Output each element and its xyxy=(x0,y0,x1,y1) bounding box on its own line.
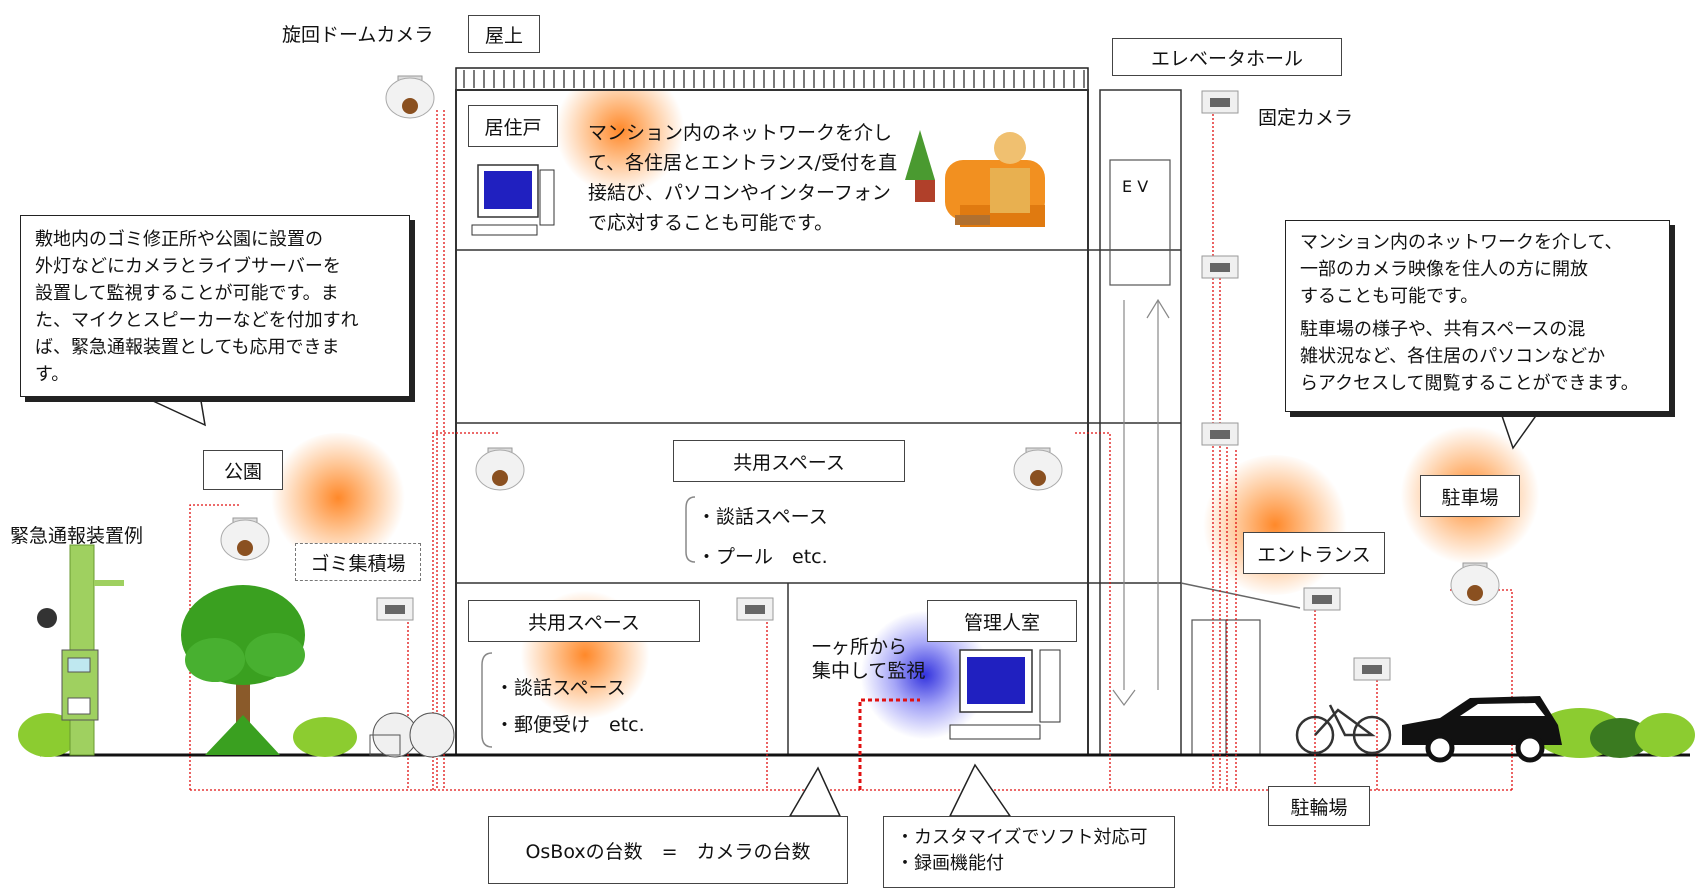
residence-text-line: マンション内のネットワークを介し xyxy=(588,122,893,144)
car-icon xyxy=(1402,696,1562,763)
resident-icon xyxy=(905,130,1045,227)
park-label: 公園 xyxy=(203,450,283,490)
callout-line: ・カスタマイズでソフト対応可 xyxy=(896,827,1148,848)
callout-line: らアクセスして閲覧することができます。 xyxy=(1300,373,1639,394)
fixed-camera-label: 固定カメラ xyxy=(1258,107,1354,129)
lower-common-item: ・郵便受け etc. xyxy=(495,714,645,736)
callout-line: 設置して監視することが可能です。ま xyxy=(35,283,339,304)
highlight-glow-park xyxy=(268,433,408,563)
callout-line: 雑状況など、各住居のパソコンなどか xyxy=(1300,346,1606,367)
residence-text-line: 接結び、パソコンやインターフォン xyxy=(588,182,891,204)
tree-icon xyxy=(181,585,305,755)
upper-common-item: ・談話スペース xyxy=(697,506,828,528)
callout-line: 外灯などにカメラとライブサーバーを xyxy=(35,256,341,277)
callout-line: 一部のカメラ映像を住人の方に開放 xyxy=(1300,259,1588,280)
emergency-label: 緊急通報装置例 xyxy=(10,525,144,547)
parking-label: 駐車場 xyxy=(1420,475,1520,517)
callout-line: 駐車場の様子や、共有スペースの混 xyxy=(1300,319,1586,340)
callout-line: ば、緊急通報装置としても応用できま xyxy=(35,337,340,358)
residence-description: マンション内のネットワークを介し て、各住居とエントランス/受付を直 接結び、パ… xyxy=(588,118,897,238)
pc-icon xyxy=(471,164,555,236)
rooftop-label: 屋上 xyxy=(468,15,540,53)
garbage-bag-icon xyxy=(369,712,455,758)
callout-line: ・録画機能付 xyxy=(896,853,1004,874)
pc-icon-management xyxy=(949,649,1061,740)
elevator-label: E V xyxy=(1122,177,1149,196)
callout-line: た、マイクとスピーカーなどを付加すれ xyxy=(35,310,359,331)
callout-line: す。 xyxy=(35,364,70,385)
common-space-upper-label: 共用スペース xyxy=(673,440,905,482)
callout-line: することも可能です。 xyxy=(1300,286,1479,307)
bottom-right-callout: ・カスタマイズでソフト対応可 ・録画機能付 xyxy=(883,816,1175,888)
lower-common-item: ・談話スペース xyxy=(495,677,626,699)
emergency-pole-icon xyxy=(37,544,124,756)
bicycle-icon xyxy=(1295,704,1392,755)
callout-line: マンション内のネットワークを介して、 xyxy=(1300,232,1623,253)
left-callout: 敷地内のゴミ修正所や公園に設置の 外灯などにカメラとライブサーバーを 設置して監… xyxy=(20,215,410,397)
residence-text-line: で応対することも可能です。 xyxy=(588,212,834,234)
bottom-left-callout: OsBoxの台数 = カメラの台数 xyxy=(488,816,848,884)
upper-common-item: ・プール etc. xyxy=(697,546,828,568)
central-monitor-line: 一ヶ所から xyxy=(812,636,908,658)
dome-camera-icon xyxy=(220,75,1500,606)
dome-camera-label: 旋回ドームカメラ xyxy=(282,24,434,46)
residence-label: 居住戸 xyxy=(468,105,558,147)
right-callout: マンション内のネットワークを介して、 一部のカメラ映像を住人の方に開放 すること… xyxy=(1285,220,1670,412)
residence-text-line: て、各住居とエントランス/受付を直 xyxy=(588,152,898,174)
entrance-label: エントランス xyxy=(1243,532,1385,574)
bicycle-parking-label: 駐輪場 xyxy=(1268,786,1370,826)
management-room-label: 管理人室 xyxy=(927,600,1077,642)
garbage-label: ゴミ集積場 xyxy=(295,543,421,581)
elevator-hall-label: エレベータホール xyxy=(1112,38,1342,76)
common-space-lower-label: 共用スペース xyxy=(468,600,700,642)
bush-icon xyxy=(18,708,1695,758)
callout-line: 敷地内のゴミ修正所や公園に設置の xyxy=(35,229,323,250)
fixed-camera-icon xyxy=(376,90,1391,681)
central-monitor-line: 集中して監視 xyxy=(812,660,926,682)
